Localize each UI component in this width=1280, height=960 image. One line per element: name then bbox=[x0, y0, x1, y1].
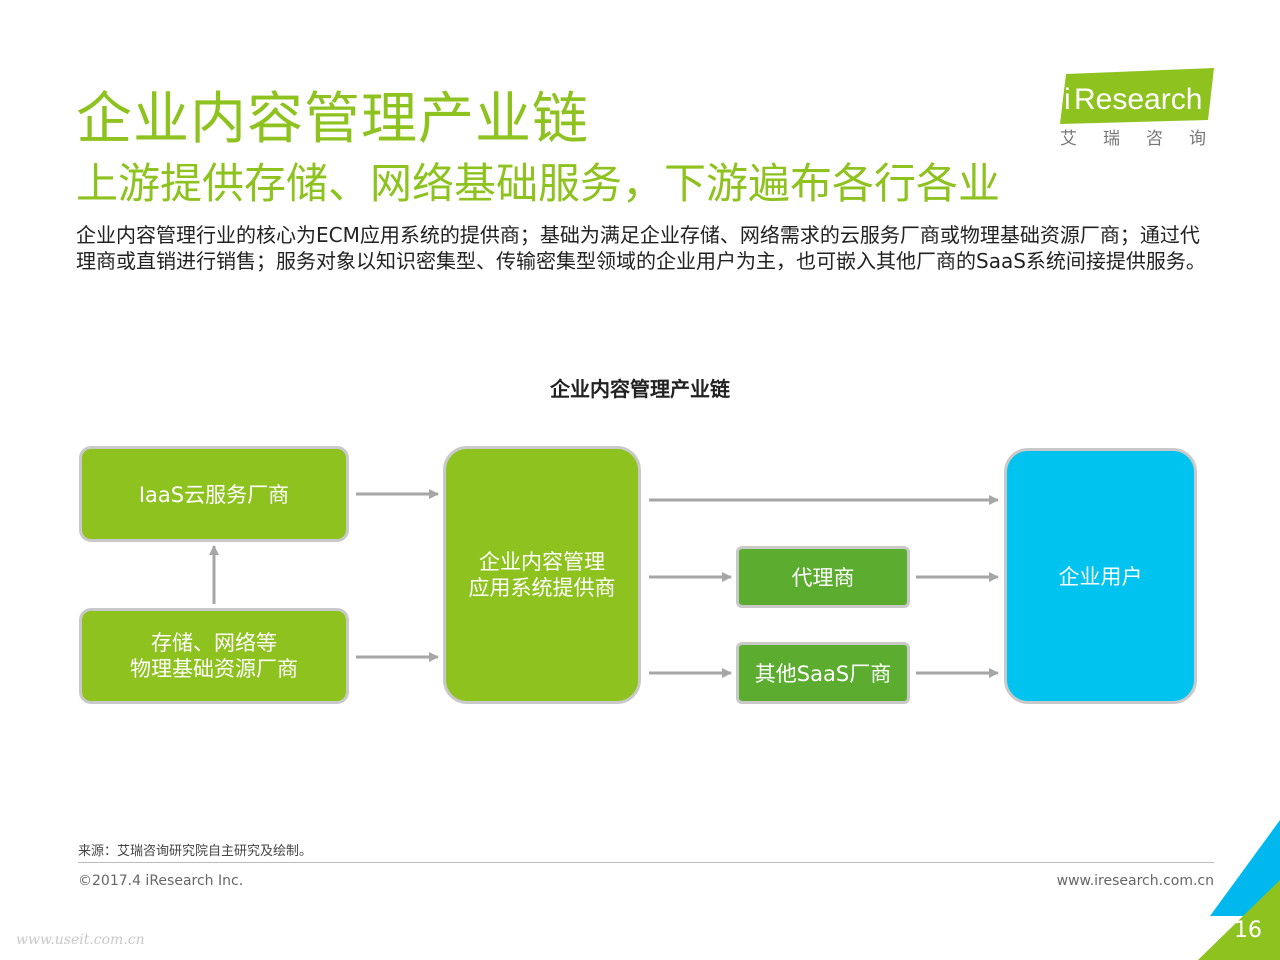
corner-decoration bbox=[1198, 820, 1280, 960]
iresearch-logo: i Research bbox=[1060, 68, 1214, 124]
node-iaas-label: IaaS云服务厂商 bbox=[138, 483, 290, 507]
page-title: 企业内容管理产业链 bbox=[76, 87, 589, 152]
node-other-saas-vendor: 其他SaaS厂商 bbox=[736, 642, 910, 704]
description-text: 企业内容管理行业的核心为ECM应用系统的提供商；基础为满足企业存储、网络需求的云… bbox=[76, 223, 1206, 273]
logo-word: Research bbox=[1074, 83, 1202, 116]
logo-chinese: 艾瑞咨询 bbox=[1060, 129, 1232, 149]
node-agent: 代理商 bbox=[736, 546, 910, 608]
node-storage-label: 存储、网络等 物理基础资源厂商 bbox=[130, 631, 298, 681]
node-enterprise-user: 企业用户 bbox=[1004, 448, 1197, 704]
node-ecm-provider: 企业内容管理 应用系统提供商 bbox=[443, 446, 641, 704]
node-user-label: 企业用户 bbox=[1058, 565, 1143, 589]
copyright: ©2017.4 iResearch Inc. bbox=[78, 873, 244, 889]
page-subtitle: 上游提供存储、网络基础服务，下游遍布各行各业 bbox=[76, 159, 1001, 208]
diagram-title: 企业内容管理产业链 bbox=[550, 377, 730, 401]
footer-divider bbox=[78, 862, 1214, 863]
node-ecm-label: 企业内容管理 应用系统提供商 bbox=[468, 550, 616, 600]
node-physical-resource-vendor: 存储、网络等 物理基础资源厂商 bbox=[79, 608, 349, 704]
website-url: www.iresearch.com.cn bbox=[1056, 873, 1214, 889]
node-iaas-vendor: IaaS云服务厂商 bbox=[79, 446, 349, 542]
logo-i: i bbox=[1064, 83, 1071, 116]
page-number: 16 bbox=[1234, 918, 1262, 943]
node-saas-label: 其他SaaS厂商 bbox=[754, 662, 892, 686]
source-note: 来源：艾瑞咨询研究院自主研究及绘制。 bbox=[78, 844, 313, 859]
watermark: www.useit.com.cn bbox=[16, 932, 145, 948]
node-agent-label: 代理商 bbox=[791, 566, 855, 590]
